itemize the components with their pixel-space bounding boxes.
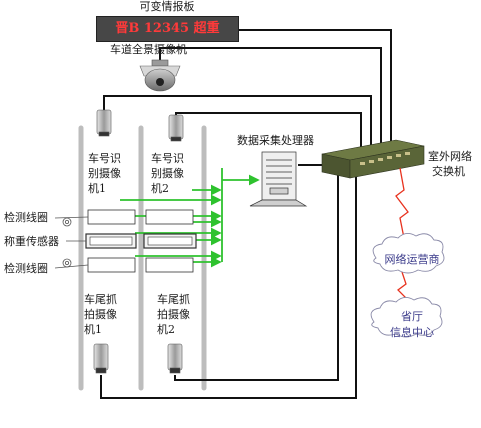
rear-camera-2 [167, 343, 183, 371]
lane-dividers [78, 125, 207, 391]
wire-rear-cam2-switch [174, 175, 339, 381]
rear-camera-1-label: 车尾抓 拍摄像 机1 [84, 293, 117, 336]
outdoor-switch-label: 室外网络 交换机 [428, 150, 472, 178]
plate-camera-1-label: 车号识 别摄像 机1 [88, 152, 121, 195]
plate-camera-1-line-3: 机1 [88, 182, 106, 195]
province-center-line-2: 信息中心 [390, 326, 434, 339]
detection-coil-bottom-label: 检测线圈 [4, 262, 48, 275]
dome-camera-icon [139, 59, 181, 92]
rear-camera-2-line-1: 车尾抓 [157, 293, 190, 306]
rear-camera-2-label: 车尾抓 拍摄像 机2 [157, 293, 190, 336]
cloud-operator [372, 233, 445, 274]
outdoor-switch-line-2: 交换机 [432, 165, 465, 178]
vms-title: 可变情报板 [139, 0, 195, 13]
weight-sensor-label: 称重传感器 [4, 235, 59, 248]
network-switch-icon [321, 139, 425, 179]
plate-camera-2 [168, 114, 184, 140]
province-center-line-1: 省厅 [401, 310, 423, 323]
coil-top-lane2 [145, 209, 194, 225]
wires [100, 29, 392, 399]
outdoor-switch-line-1: 室外网络 [428, 150, 472, 163]
vms-board-text: 晋B 12345 超重 [115, 21, 220, 36]
coil-bottom-lane1 [87, 257, 136, 273]
wire-vms-switch [237, 29, 392, 148]
plate-camera-2-label: 车号识 别摄像 机2 [151, 152, 184, 195]
cloud-icon [370, 233, 445, 338]
province-center-label: 省厅 信息中心 [379, 308, 445, 340]
coil-top-lane1 [87, 209, 136, 225]
wire-rear-cam1-switch [100, 175, 357, 399]
panorama-camera-label: 车道全景摄像机 [110, 43, 187, 56]
vms-board: 晋B 12345 超重 [96, 16, 239, 42]
plate-camera-2-line-2: 别摄像 [151, 167, 184, 180]
rear-camera-2-line-3: 机2 [157, 323, 175, 336]
wire-panorama-switch [159, 47, 382, 148]
rear-camera-1-line-3: 机1 [84, 323, 102, 336]
rear-camera-2-line-2: 拍摄像 [157, 308, 190, 321]
cloud-center [370, 297, 443, 338]
bullet-camera-icon [93, 109, 184, 374]
network-operator-label: 网络运营商 [384, 253, 440, 266]
plate-camera-1-line-2: 别摄像 [88, 167, 121, 180]
detection-coil-top-label: 检测线圈 [4, 211, 48, 224]
plate-camera-1-line-1: 车号识 [88, 152, 121, 165]
rear-camera-1-line-1: 车尾抓 [84, 293, 117, 306]
rear-camera-1-line-2: 拍摄像 [84, 308, 117, 321]
wire-plate-cam2-switch [175, 112, 362, 148]
lane2-devices [143, 209, 197, 273]
rear-camera-1 [93, 343, 109, 371]
lane1-devices [85, 209, 137, 273]
label-pointers [54, 216, 89, 269]
wireless-switch-operator [395, 167, 409, 239]
wire-plate-cam1-switch [103, 95, 372, 148]
server-icon [249, 151, 308, 207]
plate-camera-1 [96, 109, 112, 135]
coil-bottom-lane2 [145, 257, 194, 273]
plate-camera-2-line-1: 车号识 [151, 152, 184, 165]
data-processor-label: 数据采集处理器 [237, 134, 314, 147]
coil-icon [62, 217, 72, 268]
plate-camera-2-line-3: 机2 [151, 182, 169, 195]
